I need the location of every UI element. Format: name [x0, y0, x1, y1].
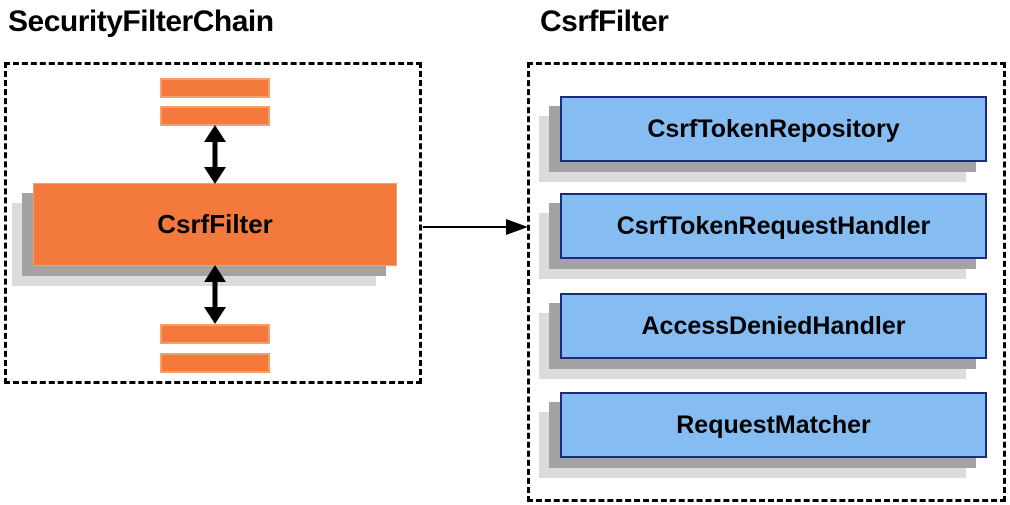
request-matcher-box: RequestMatcher [560, 392, 987, 458]
csrf-filter-box: CsrfFilter [33, 183, 397, 266]
filter-placeholder-bar [160, 78, 270, 98]
csrf-filter-box-label: CsrfFilter [157, 209, 273, 239]
filter-placeholder-bar [160, 106, 270, 126]
flow-arrow-icon [423, 219, 528, 235]
component-label: RequestMatcher [676, 410, 871, 439]
access-denied-handler-box: AccessDeniedHandler [560, 293, 987, 359]
security-filter-chain-container [4, 62, 422, 384]
csrf-token-request-handler-box: CsrfTokenRequestHandler [560, 193, 987, 259]
filter-placeholder-bar [160, 324, 270, 344]
component-label: CsrfTokenRequestHandler [616, 211, 931, 240]
double-arrow-icon [204, 265, 226, 324]
filter-placeholder-bar [160, 353, 270, 373]
component-label: AccessDeniedHandler [641, 311, 906, 340]
double-arrow-icon [204, 125, 226, 184]
component-label: CsrfTokenRepository [647, 114, 900, 143]
security-filter-chain-title: SecurityFilterChain [8, 5, 274, 38]
csrf-filter-container [527, 62, 1006, 502]
csrf-token-repository-box: CsrfTokenRepository [560, 96, 987, 162]
csrf-filter-title: CsrfFilter [540, 5, 669, 38]
